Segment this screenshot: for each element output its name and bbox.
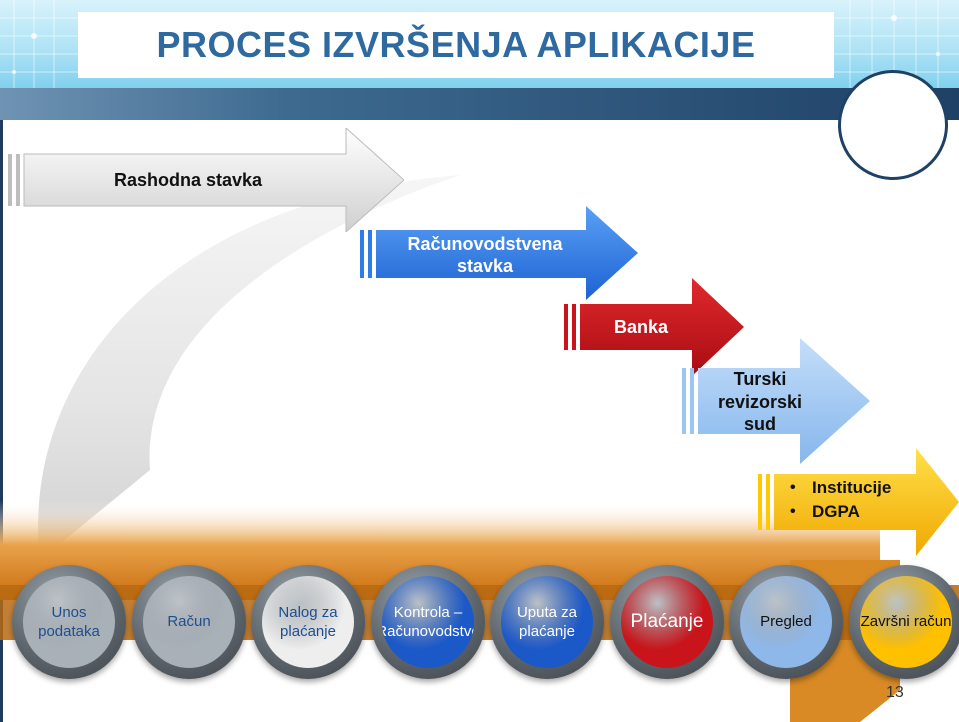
arrow-banka: Banka xyxy=(564,278,744,376)
step-label: Kontrola – Računovodstvo xyxy=(382,603,474,641)
corner-decoration xyxy=(838,70,948,180)
arrow-label: Turski revizorski sud xyxy=(717,369,803,435)
slide-title: PROCES IZVRŠENJA APLIKACIJE xyxy=(156,24,756,65)
bullet-item: • Institucije xyxy=(790,476,940,500)
arrow-turski-revizorski-sud: Turski revizorski sud xyxy=(682,338,870,464)
slide-number: 13 xyxy=(886,684,904,701)
step-label: Nalog za plaćanje xyxy=(278,603,338,641)
bullet-symbol: • xyxy=(790,479,796,496)
step-label: Pregled xyxy=(760,613,812,631)
step-label: Unos podataka xyxy=(38,603,100,641)
arrow-label: Rashodna stavka xyxy=(113,169,263,190)
step-circle: Uputa za plaćanje xyxy=(501,576,593,668)
arrow-label: Računovodstvena stavka xyxy=(407,233,563,277)
left-border xyxy=(0,120,3,722)
step-circle: Nalog za plaćanje xyxy=(262,576,354,668)
bullet-text: Institucije xyxy=(812,478,892,497)
header-band xyxy=(0,88,959,120)
bullet-item: • DGPA xyxy=(790,500,940,524)
bullet-symbol: • xyxy=(790,503,796,520)
step-label: Račun xyxy=(167,613,211,631)
step-label: Plaćanje xyxy=(630,610,704,632)
arrow-institucije-dgpa xyxy=(758,448,959,556)
arrow-racunovodstvena-stavka: Računovodstvena stavka xyxy=(360,206,638,300)
final-bullet-list: • Institucije • DGPA xyxy=(790,476,940,524)
step-circle: Kontrola – Računovodstvo xyxy=(382,576,474,668)
title-box: PROCES IZVRŠENJA APLIKACIJE xyxy=(78,12,834,78)
bullet-text: DGPA xyxy=(812,502,860,521)
step-circle: Pregled xyxy=(740,576,832,668)
step-circle: Završni račun xyxy=(860,576,952,668)
step-label: Završni račun xyxy=(860,613,952,631)
arrow-rashodna-stavka: Rashodna stavka xyxy=(8,128,404,232)
step-circle: Plaćanje xyxy=(621,576,713,668)
step-label: Uputa za plaćanje xyxy=(516,603,578,641)
step-circle: Račun xyxy=(143,576,235,668)
step-circle: Unos podataka xyxy=(23,576,115,668)
arrow-label: Banka xyxy=(613,316,669,337)
